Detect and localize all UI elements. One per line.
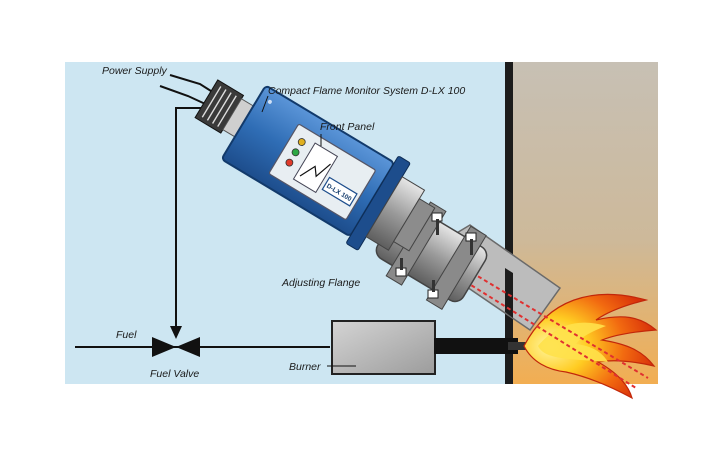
- power-supply-label: Power Supply: [102, 65, 168, 77]
- indicator-led: [291, 148, 300, 157]
- system-label-leader: [261, 95, 269, 113]
- indicator-led: [297, 138, 306, 146]
- flange-bolt: [427, 280, 439, 299]
- fuel-label: Fuel: [116, 329, 137, 341]
- system-name-label: Compact Flame Monitor System D-LX 100: [268, 85, 465, 97]
- furnace-wall: [505, 62, 513, 384]
- sight-tube-wall-section: [505, 268, 513, 318]
- fuel-valve: [152, 337, 200, 357]
- flame: [523, 293, 658, 400]
- burner-body: [331, 320, 436, 375]
- burner-nozzle-tip: [508, 342, 526, 350]
- front-panel-label: Front Panel: [320, 121, 375, 133]
- indicator-led: [285, 158, 294, 167]
- fuel-valve-label: Fuel Valve: [150, 368, 199, 380]
- flame-monitor-device: D-LX 100: [194, 79, 436, 252]
- control-line: [175, 107, 212, 332]
- adjusting-flange-label: Adjusting Flange: [281, 277, 360, 289]
- control-line-arrowhead: [170, 326, 182, 339]
- burner-label: Burner: [289, 361, 321, 373]
- burner-nozzle: [434, 338, 518, 354]
- flange-bolt: [465, 232, 477, 255]
- flange-bolt: [431, 212, 443, 235]
- panel-model-badge: [321, 176, 358, 207]
- flange-bolt: [395, 258, 407, 277]
